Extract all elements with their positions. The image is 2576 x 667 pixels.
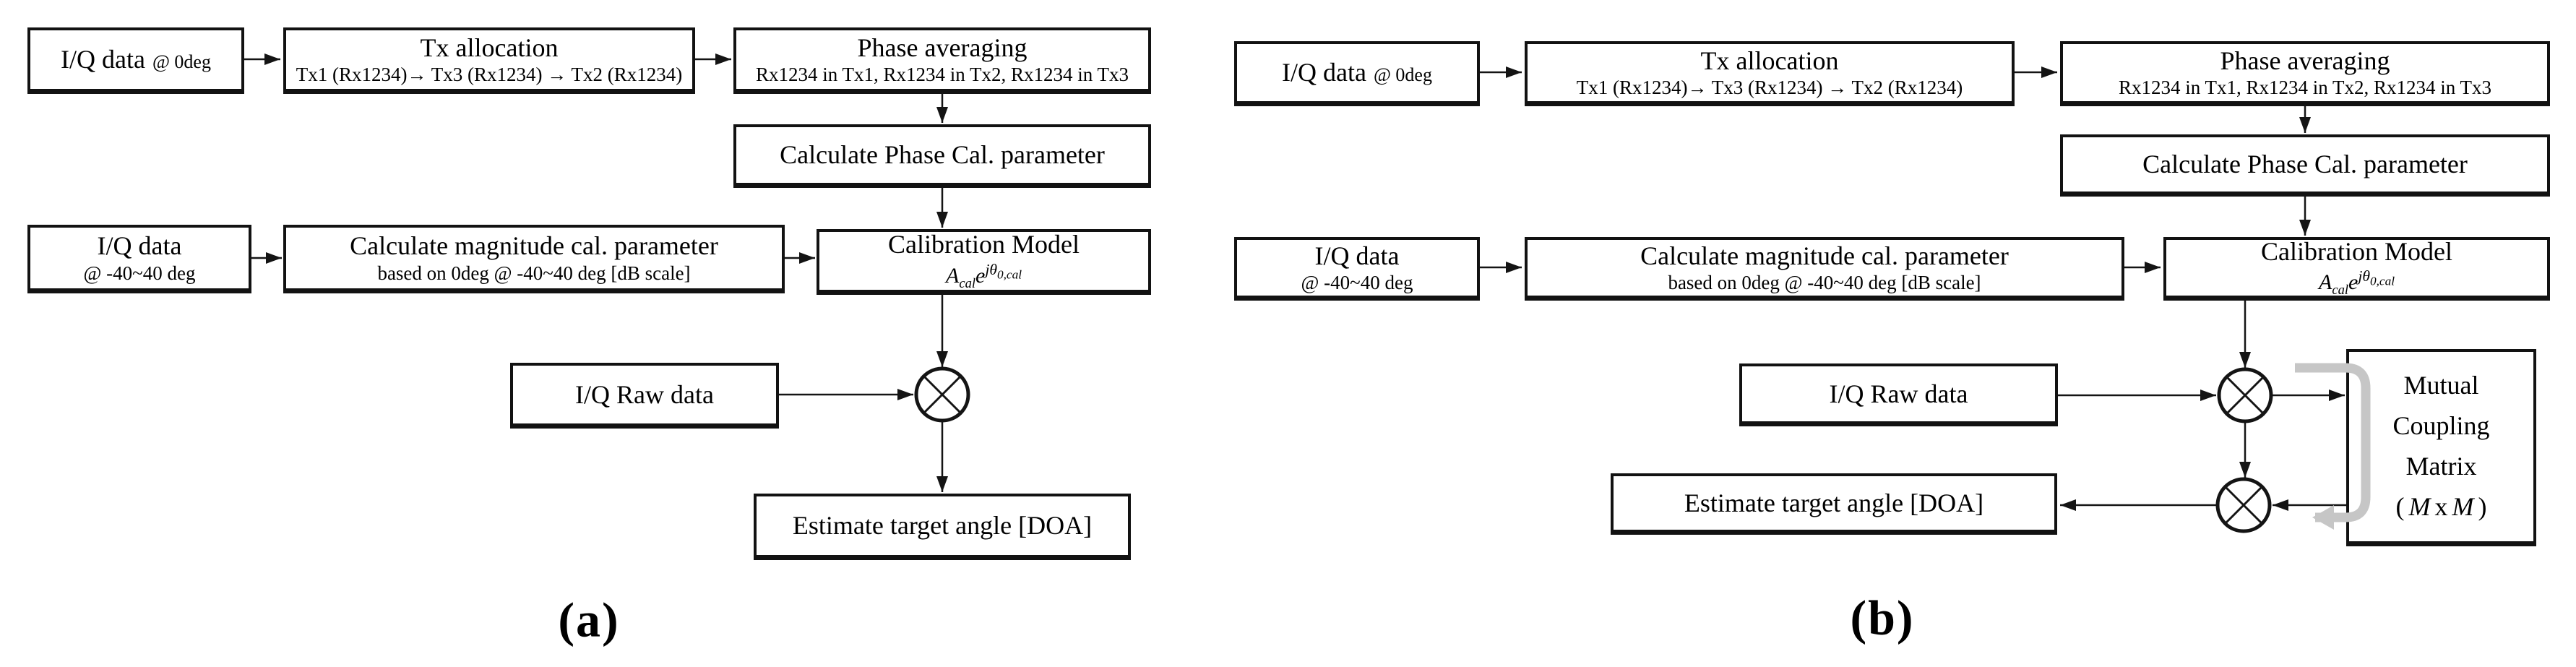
box-subtitle: Tx1 (Rx1234)→ Tx3 (Rx1234) → Tx2 (Rx1234…: [296, 64, 683, 86]
mcm-dim-x: x: [2434, 491, 2448, 521]
formula-euler: e: [2348, 270, 2359, 295]
box-subtitle: based on 0deg @ -40~40 deg [dB scale]: [377, 262, 691, 284]
box-title: Tx allocation: [1700, 46, 1839, 75]
box-a-calc-phase-cal: Calculate Phase Cal. parameter: [733, 124, 1151, 186]
box-a-calibration-model: Calibration Model Acalejθ0,cal: [817, 229, 1151, 293]
mcm-line-2: Coupling: [2392, 411, 2490, 441]
box-title: Tx allocation: [420, 33, 559, 62]
calibration-formula: Acalejθ0,cal: [2319, 267, 2395, 298]
box-subtitle: Rx1234 in Tx1, Rx1234 in Tx2, Rx1234 in …: [2118, 77, 2492, 99]
mcm-dim-open: (: [2395, 491, 2405, 521]
box-title: Phase averaging: [2220, 46, 2390, 75]
mcm-line-3: Matrix: [2405, 452, 2477, 481]
multiplier-node-b1: [2217, 367, 2273, 423]
box-a-estimate-doa: Estimate target angle [DOA]: [754, 494, 1131, 558]
box-title: Estimate target angle [DOA]: [1684, 488, 1984, 517]
box-title: I/Q Raw data: [575, 379, 714, 409]
formula-exponent: jθ: [2358, 267, 2370, 285]
box-a-calc-magnitude-cal: Calculate magnitude cal. parameter based…: [283, 225, 785, 291]
box-title: I/Q data: [61, 45, 145, 74]
box-a-iq-data-40deg: I/Q data @ -40~40 deg: [27, 225, 251, 291]
multiplier-node-a: [914, 366, 970, 423]
box-subtitle: Rx1234 in Tx1, Rx1234 in Tx2, Rx1234 in …: [755, 64, 1129, 86]
box-title-suffix: @ 0deg: [1373, 64, 1432, 86]
formula-base: A: [945, 263, 960, 288]
box-title: I/Q data: [97, 231, 182, 261]
box-title: Calibration Model: [2261, 236, 2452, 266]
box-a-phase-averaging: Phase averaging Rx1234 in Tx1, Rx1234 in…: [733, 27, 1151, 92]
box-title: I/Q data: [1282, 58, 1366, 87]
box-subtitle: based on 0deg @ -40~40 deg [dB scale]: [1668, 272, 1981, 294]
formula-base-sub: cal: [2332, 283, 2349, 298]
box-title: Calibration Model: [888, 230, 1080, 259]
box-b-phase-averaging: Phase averaging Rx1234 in Tx1, Rx1234 in…: [2060, 41, 2550, 104]
figure-label-b: (b): [1850, 590, 1915, 645]
box-title: Calculate magnitude cal. parameter: [350, 231, 718, 261]
box-b-calc-magnitude-cal: Calculate magnitude cal. parameter based…: [1525, 237, 2124, 298]
multiplier-node-b2: [2215, 477, 2272, 533]
box-a-tx-allocation: Tx allocation Tx1 (Rx1234)→ Tx3 (Rx1234)…: [283, 27, 695, 92]
formula-base: A: [2318, 270, 2332, 295]
calibration-formula: Acalejθ0,cal: [946, 261, 1022, 292]
figure-label-a: (a): [558, 592, 620, 647]
box-title: Estimate target angle [DOA]: [792, 511, 1093, 541]
box-a-iq-data-0deg: I/Q data @ 0deg: [27, 27, 244, 92]
mcm-line-1: Mutual: [2403, 371, 2479, 400]
box-b-calibration-model: Calibration Model Acalejθ0,cal: [2163, 237, 2550, 298]
box-b-tx-allocation: Tx allocation Tx1 (Rx1234)→ Tx3 (Rx1234)…: [1525, 41, 2015, 104]
box-subtitle: @ -40~40 deg: [1301, 272, 1413, 294]
box-title: Calculate Phase Cal. parameter: [780, 140, 1105, 170]
box-title: Calculate Phase Cal. parameter: [2142, 150, 2468, 179]
formula-base-sub: cal: [959, 275, 976, 291]
box-b-estimate-doa: Estimate target angle [DOA]: [1611, 473, 2057, 533]
formula-exponent: jθ: [985, 260, 997, 278]
formula-exponent-sub: 0,cal: [996, 267, 1022, 281]
box-title-suffix: @ 0deg: [152, 51, 211, 73]
box-b-iq-raw-data: I/Q Raw data: [1739, 363, 2058, 424]
box-subtitle: @ -40~40 deg: [83, 262, 196, 284]
box-title: Calculate magnitude cal. parameter: [1640, 241, 2009, 270]
box-title: I/Q Raw data: [1829, 379, 1968, 408]
mcm-dim-m1: M: [2408, 491, 2431, 521]
box-b-iq-data-0deg: I/Q data @ 0deg: [1234, 41, 1480, 104]
box-b-iq-data-40deg: I/Q data @ -40~40 deg: [1234, 237, 1480, 298]
box-title: Phase averaging: [857, 33, 1028, 62]
formula-exponent-sub: 0,cal: [2369, 274, 2395, 288]
box-b-calc-phase-cal: Calculate Phase Cal. parameter: [2060, 134, 2550, 194]
box-title: I/Q data: [1314, 241, 1400, 270]
mcm-dim-m2: M: [2452, 491, 2474, 521]
mcm-dim-close: ): [2478, 491, 2487, 521]
box-a-iq-raw-data: I/Q Raw data: [510, 363, 779, 426]
formula-euler: e: [975, 263, 986, 288]
box-subtitle: Tx1 (Rx1234)→ Tx3 (Rx1234) → Tx2 (Rx1234…: [1576, 77, 1963, 99]
